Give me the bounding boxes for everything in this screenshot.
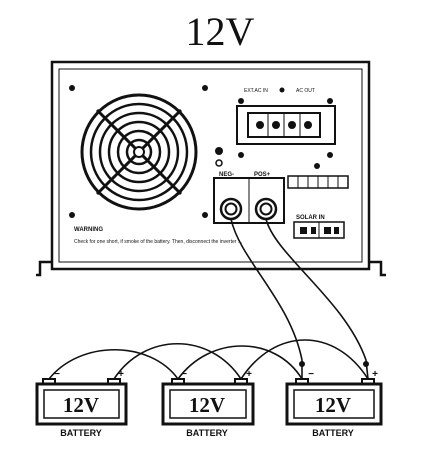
solar-in-label: SOLAR IN bbox=[296, 215, 325, 221]
ac-in-label: EXT.AC IN bbox=[244, 88, 268, 94]
battery-voltage: 12V bbox=[63, 393, 99, 417]
right-foot bbox=[369, 260, 386, 277]
screw-icon bbox=[202, 212, 208, 218]
warning-text: Check for one short, if smoke of the bat… bbox=[74, 239, 242, 245]
reset-button-icon bbox=[215, 159, 223, 167]
battery-face bbox=[43, 389, 120, 419]
solar-in-terminal bbox=[293, 221, 345, 239]
inverter-front-panel bbox=[58, 68, 363, 263]
warning-title: WARNING bbox=[74, 227, 103, 233]
battery-3: − + 12V BATTERY bbox=[285, 369, 383, 438]
pos-main-cable bbox=[265, 218, 369, 380]
left-foot bbox=[36, 260, 52, 277]
neg-wire-1-2 bbox=[48, 349, 179, 380]
pos-terminal-icon bbox=[254, 197, 278, 221]
battery-label: BATTERY bbox=[60, 428, 102, 438]
neg-terminal-icon bbox=[219, 197, 243, 221]
ac-terminal-screws bbox=[256, 114, 312, 136]
battery-pos-sign: + bbox=[372, 369, 378, 380]
pos-wire-2-3 bbox=[240, 339, 369, 380]
battery-label: BATTERY bbox=[186, 428, 228, 438]
signal-port-strip bbox=[287, 163, 349, 189]
pos-wire-1-2 bbox=[113, 342, 242, 380]
inverter-unit: WARNING Check for one short, if smoke of… bbox=[36, 60, 386, 277]
battery-2: − + 12V BATTERY bbox=[161, 369, 255, 438]
screw-icon bbox=[69, 85, 75, 91]
battery-1: − + 12V BATTERY bbox=[35, 369, 128, 438]
battery-face bbox=[169, 389, 247, 419]
indicator-led-icon bbox=[215, 147, 223, 155]
neg-main-cable bbox=[230, 218, 303, 379]
inverter-battery-cables bbox=[230, 218, 369, 380]
neg-terminal-label: NEG- bbox=[219, 172, 234, 178]
ac-mount-screw-icon bbox=[327, 152, 333, 158]
ac-terminal-housing bbox=[236, 105, 336, 145]
battery-neg-sign: − bbox=[54, 369, 60, 380]
battery-face bbox=[293, 389, 375, 419]
fan-grille-icon bbox=[80, 93, 198, 211]
battery-pos-sign: + bbox=[246, 369, 252, 380]
ac-screw-icon bbox=[279, 87, 285, 93]
neg-junction-icon bbox=[299, 361, 305, 367]
screw-icon bbox=[69, 212, 75, 218]
battery-neg-sign: − bbox=[308, 369, 314, 380]
ac-mount-screw-icon bbox=[238, 152, 244, 158]
pos-terminal-label: POS+ bbox=[254, 172, 271, 178]
diagram-title: 12V bbox=[186, 9, 255, 54]
neg-wire-2-3 bbox=[177, 345, 303, 380]
battery-neg-sign: − bbox=[181, 369, 187, 380]
battery-voltage: 12V bbox=[189, 393, 225, 417]
pos-junction-icon bbox=[363, 361, 369, 367]
battery-voltage: 12V bbox=[315, 393, 351, 417]
battery-pos-sign: + bbox=[118, 369, 124, 380]
battery-label: BATTERY bbox=[312, 428, 354, 438]
screw-icon bbox=[202, 85, 208, 91]
battery-parallel-wiring bbox=[48, 339, 369, 380]
ac-mount-screw-icon bbox=[327, 98, 333, 104]
ac-mount-screw-icon bbox=[238, 98, 244, 104]
ac-out-label: AC OUT bbox=[296, 88, 315, 94]
